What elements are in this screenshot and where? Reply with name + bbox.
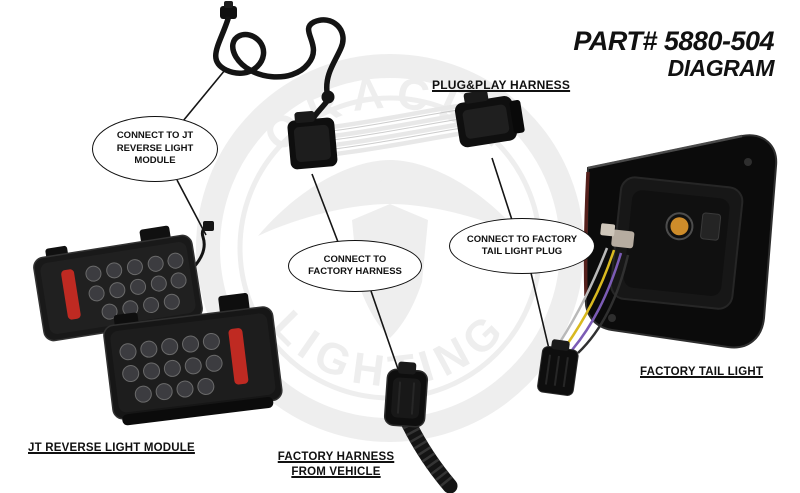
- harness-white-wires: [331, 103, 465, 157]
- line-taillight-to-plug: [530, 272, 550, 350]
- amber-bulb: [670, 217, 689, 236]
- factory-tail-light-photo: [537, 134, 778, 396]
- gray-plug: [611, 229, 635, 249]
- factory-harness-label-line2: FROM VEHICLE: [291, 465, 381, 478]
- factory-harness-from-vehicle-label: FACTORY HARNESS FROM VEHICLE: [272, 450, 400, 480]
- callout-connect-jt-module: CONNECT TO JT REVERSE LIGHT MODULE: [92, 116, 218, 182]
- plug-play-harness-label: PLUG&PLAY HARNESS: [432, 78, 571, 92]
- vehicle-connector: [383, 361, 429, 428]
- tail-light-wires: [558, 247, 630, 354]
- factory-tail-light-label: FACTORY TAIL LIGHT: [640, 366, 764, 378]
- eagle-wings-icon: [258, 160, 522, 236]
- line-factory-to-harness: [311, 173, 339, 243]
- line-jt-to-harness: [182, 69, 226, 122]
- factory-harness-label-line1: FACTORY HARNESS: [277, 451, 395, 463]
- diagram-title: DIAGRAM: [667, 55, 775, 81]
- front-module: [103, 293, 283, 426]
- led-array: [119, 332, 223, 403]
- part-number: PART# 5880-504: [573, 26, 774, 56]
- harness-right-connector: [454, 90, 525, 148]
- jt-reverse-light-module-label: JT REVERSE LIGHT MODULE: [28, 442, 195, 454]
- red-reflector: [228, 328, 249, 385]
- rear-module: [33, 225, 203, 342]
- corrugated-tube: [401, 416, 458, 493]
- led-array: [85, 252, 187, 320]
- line-taillight-to-harness: [491, 157, 513, 221]
- housing-recess: [600, 176, 744, 310]
- jt-reverse-light-modules-photo: [33, 221, 283, 426]
- callout-connect-factory-harness: CONNECT TO FACTORY HARNESS: [288, 240, 422, 292]
- line-factory-to-vehicle-plug: [370, 290, 399, 370]
- harness-left-connector: [287, 110, 338, 170]
- eagle-head-icon: [377, 177, 403, 203]
- part-header: PART# 5880-504 DIAGRAM: [573, 28, 774, 80]
- line-jt-to-module: [176, 179, 207, 236]
- harness-cable: [213, 16, 346, 95]
- red-reflector: [61, 269, 81, 320]
- plug-play-harness-photo: [213, 1, 525, 170]
- callout-connect-tail-light-plug: CONNECT TO FACTORY TAIL LIGHT PLUG: [449, 218, 595, 274]
- factory-harness-photo: [383, 361, 458, 493]
- callout-pointer-lines: [176, 69, 550, 370]
- tail-light-plug-connector: [537, 339, 579, 396]
